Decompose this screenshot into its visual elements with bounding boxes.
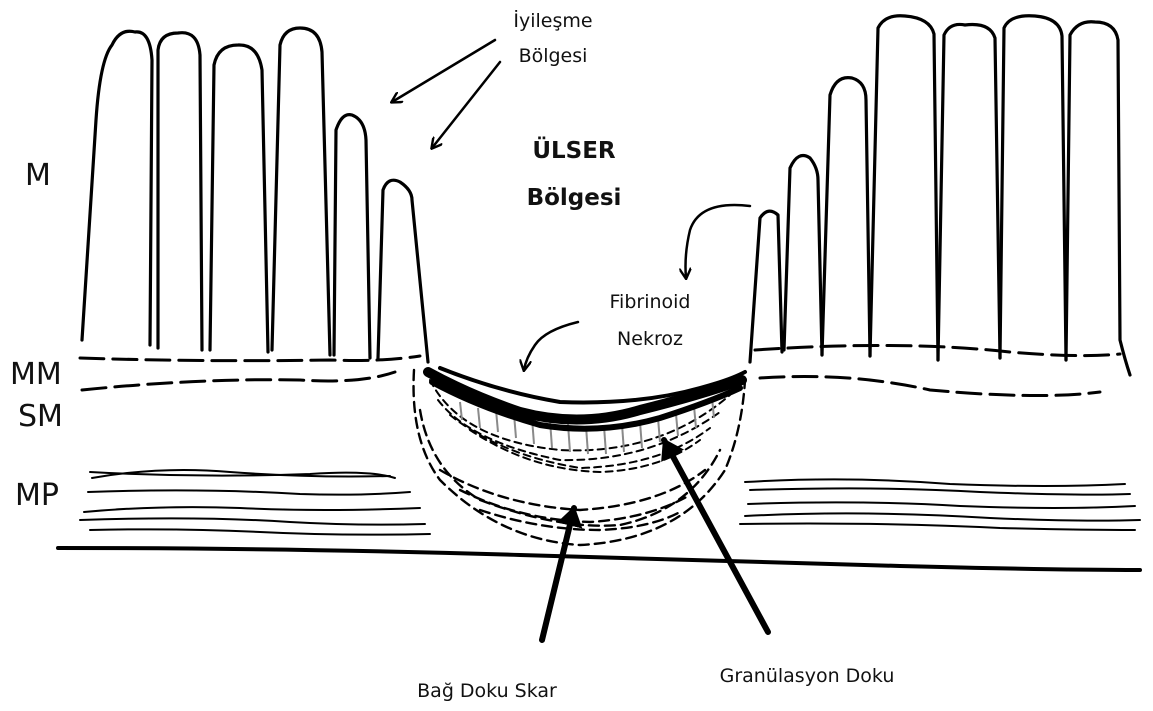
granulation-label: Granülasyon Doku — [720, 665, 895, 687]
villus — [938, 24, 1000, 360]
fibrinoid-curved-arrow — [524, 322, 578, 370]
layer-label-mp: MP — [15, 478, 59, 513]
layer-label-mm: MM — [10, 357, 62, 392]
right-villi — [750, 16, 1130, 375]
layer-label-sm: SM — [18, 399, 63, 434]
muscularis-mucosae — [80, 345, 1120, 395]
fibrinoid-necrosis — [428, 368, 745, 429]
ulcer-curved-arrow — [686, 205, 751, 278]
villus — [750, 211, 782, 362]
villus — [784, 156, 822, 355]
serosa-line — [58, 548, 1140, 570]
villus — [822, 78, 870, 356]
villus — [334, 115, 370, 358]
granulation-arrow — [664, 440, 768, 632]
healing-arrow-1 — [392, 40, 495, 102]
healing-zone-label-line1: İyileşme — [513, 9, 592, 32]
left-villi — [82, 28, 428, 362]
villus — [158, 33, 202, 350]
layer-label-m: M — [25, 158, 51, 193]
villus — [1066, 22, 1130, 375]
villus — [870, 16, 938, 360]
fibrinoid-label-line2: Nekroz — [617, 328, 683, 350]
villus — [272, 28, 330, 355]
ulcer-zone-label-line2: Bölgesi — [527, 185, 622, 211]
scar-label: Bağ Doku Skar — [417, 680, 557, 702]
villus — [378, 180, 428, 362]
villus — [82, 31, 152, 345]
healing-arrow-2 — [432, 62, 500, 148]
villus — [1000, 16, 1066, 360]
fibrinoid-label-line1: Fibrinoid — [610, 291, 691, 313]
ulcer-zone-label-line1: ÜLSER — [532, 136, 616, 164]
healing-zone-label-line2: Bölgesi — [519, 45, 588, 67]
villus — [210, 45, 268, 352]
